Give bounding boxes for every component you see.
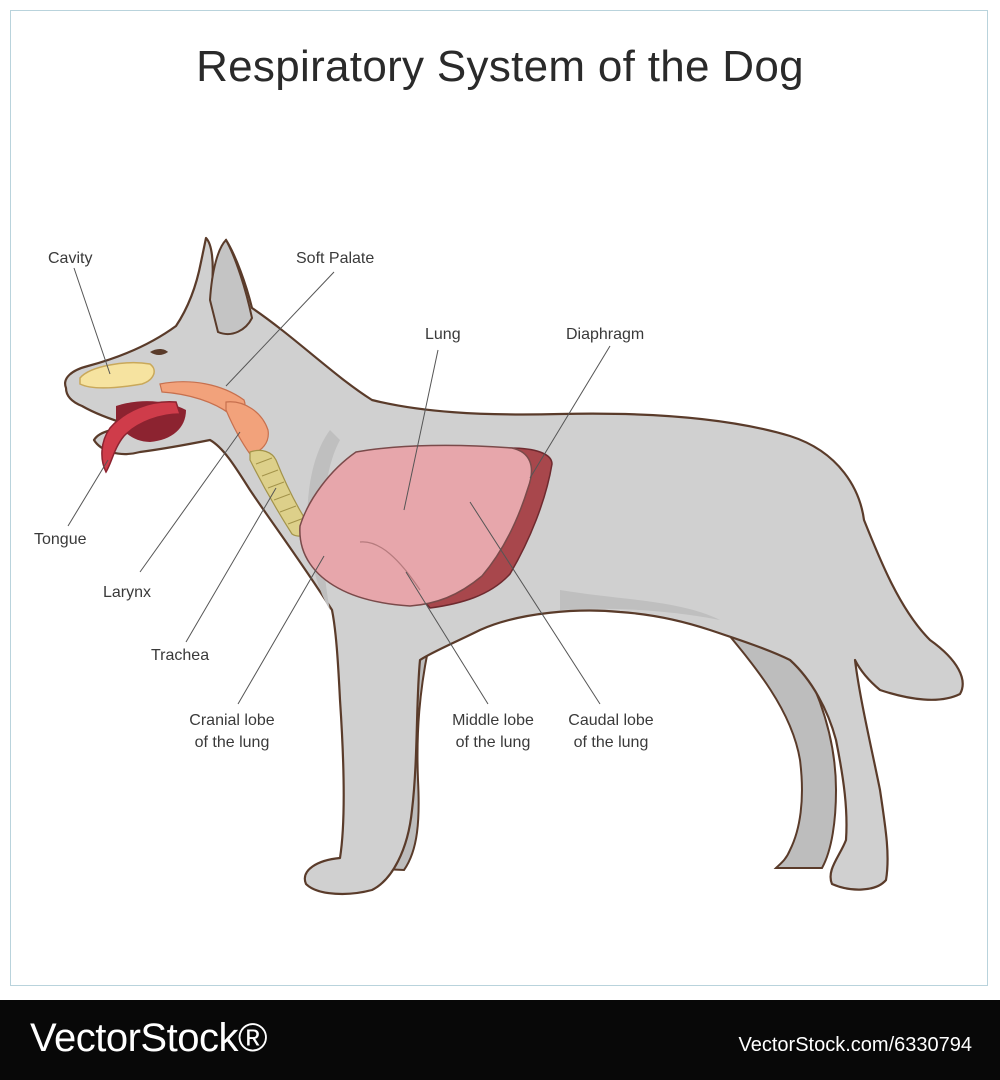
label-caudal-lobe-1: Caudal lobe [568, 712, 654, 729]
label-lung: Lung [425, 326, 461, 343]
larynx [225, 401, 269, 455]
label-middle-lobe-1: Middle lobe [452, 712, 534, 729]
lung-lobe-line [359, 541, 421, 591]
label-tongue: Tongue [34, 531, 87, 548]
label-cavity: Cavity [48, 250, 92, 267]
tongue [101, 401, 182, 474]
ear [208, 238, 254, 336]
label-larynx: Larynx [103, 584, 151, 601]
dog-illustration: Cavity Soft Palate Lung Diaphragm Tongue… [34, 236, 964, 896]
label-cranial-lobe-2: of the lung [195, 734, 270, 751]
label-caudal-lobe-2: of the lung [574, 734, 649, 751]
label-middle-lobe-2: of the lung [456, 734, 531, 751]
eye [150, 349, 168, 355]
leader-lines [67, 267, 611, 705]
brand-logo[interactable]: VectorStock® [30, 1016, 267, 1060]
diagram-title: Respiratory System of the Dog [196, 42, 804, 91]
trachea-rings [255, 457, 305, 525]
belly-shading [560, 590, 720, 620]
label-diaphragm: Diaphragm [566, 326, 644, 343]
label-trachea: Trachea [151, 647, 209, 664]
nasal-cavity [79, 362, 155, 389]
watermark-footer: VectorStock® VectorStock.com/6330794 [0, 1000, 1000, 1080]
lung [299, 444, 533, 607]
image-id: VectorStock.com/6330794 [738, 1034, 972, 1056]
label-cranial-lobe-1: Cranial lobe [189, 712, 274, 729]
label-soft-palate: Soft Palate [296, 250, 374, 267]
